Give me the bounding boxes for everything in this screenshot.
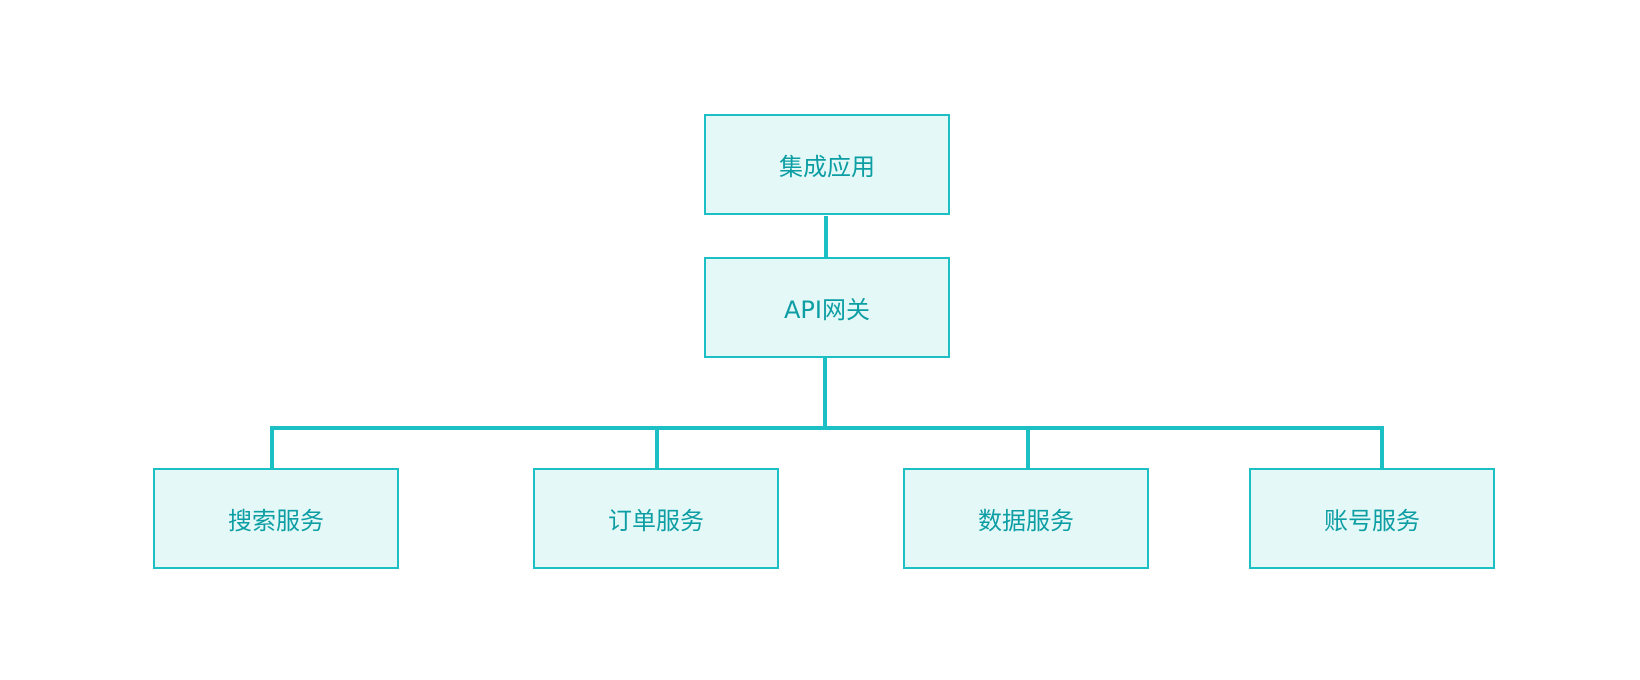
node-api-gateway: API网关 bbox=[704, 257, 950, 358]
node-account-service: 账号服务 bbox=[1249, 468, 1495, 569]
node-label: 订单服务 bbox=[608, 507, 704, 535]
node-label: API网关 bbox=[784, 296, 870, 324]
node-data-service: 数据服务 bbox=[903, 468, 1149, 569]
node-integrated-app: 集成应用 bbox=[704, 114, 950, 215]
node-label: 数据服务 bbox=[978, 507, 1074, 535]
node-label: 集成应用 bbox=[779, 153, 875, 181]
node-label: 账号服务 bbox=[1324, 507, 1420, 535]
node-search-service: 搜索服务 bbox=[153, 468, 399, 569]
node-label: 搜索服务 bbox=[228, 507, 324, 535]
node-order-service: 订单服务 bbox=[533, 468, 779, 569]
